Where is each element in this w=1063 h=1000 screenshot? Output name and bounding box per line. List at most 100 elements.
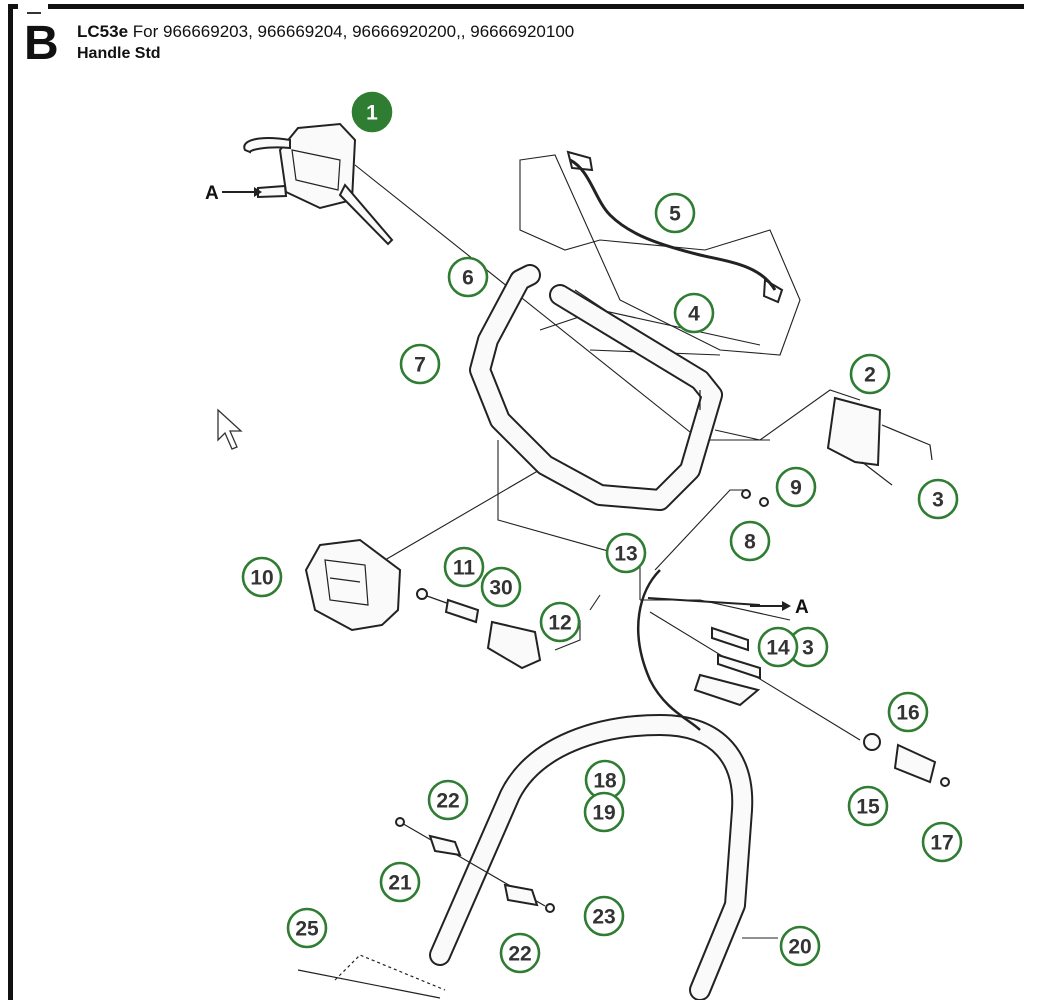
callout-11: 11 — [443, 546, 485, 588]
callout-label: 14 — [766, 637, 790, 660]
frame-border-left — [8, 4, 13, 1000]
frame-border-top — [8, 4, 1024, 9]
callout-label: 4 — [688, 303, 700, 326]
callout-circle — [921, 821, 963, 863]
callout-circle — [779, 925, 821, 967]
callout-7: 7 — [399, 343, 441, 385]
frame-notch — [18, 4, 48, 18]
callout-15: 15 — [847, 785, 889, 827]
callout-circle — [539, 601, 581, 643]
callout-label: 10 — [250, 567, 273, 590]
callout-label: 22 — [508, 943, 531, 966]
callout-19: 19 — [583, 791, 625, 833]
callout-circle — [241, 556, 283, 598]
callout-label: 6 — [462, 267, 474, 290]
callout-30: 30 — [480, 566, 522, 608]
callout-circle — [399, 343, 441, 385]
callout-label: 1 — [366, 102, 378, 125]
part-1-control-handle — [243, 122, 394, 246]
callout-circle — [847, 785, 889, 827]
model-numbers: For 966669203, 966669204, 96666920200,, … — [132, 22, 575, 41]
callout-circle — [729, 520, 771, 562]
callout-17: 17 — [921, 821, 963, 863]
parts-11-30-12 — [416, 588, 542, 670]
callout-circle — [654, 192, 696, 234]
header-models-line: LC53e For 966669203, 966669204, 96666920… — [77, 22, 574, 42]
part-10-housing — [304, 538, 402, 632]
callout-label: 19 — [592, 802, 615, 825]
callout-20: 20 — [779, 925, 821, 967]
callout-circle — [673, 292, 715, 334]
callout-circle — [917, 478, 959, 520]
callout-2: 2 — [849, 353, 891, 395]
callout-label: 25 — [295, 918, 319, 941]
callout-circle — [583, 895, 625, 937]
callout-circle — [499, 932, 541, 974]
callout-4: 4 — [673, 292, 715, 334]
part-2-bracket — [826, 396, 933, 486]
callout-label: 17 — [930, 832, 953, 855]
callout-circle — [775, 466, 817, 508]
part-14-bracket — [693, 626, 761, 707]
callout-label: 3 — [932, 489, 944, 512]
callout-22: 22 — [499, 932, 541, 974]
callout-label: 20 — [788, 936, 811, 959]
arrow-a-right: A — [750, 597, 809, 618]
callout-circle — [351, 91, 393, 133]
callout-label: 16 — [896, 702, 919, 725]
callout-label: 5 — [669, 203, 681, 226]
callout-14: 14 — [757, 626, 799, 668]
mouse-pointer-icon — [217, 408, 243, 450]
callout-9: 9 — [775, 466, 817, 508]
callout-1-highlighted: 1 — [351, 91, 393, 133]
callout-circle — [480, 566, 522, 608]
parts-8-9-nuts — [741, 489, 769, 507]
callout-3: 3 — [917, 478, 959, 520]
callout-label: 22 — [436, 790, 459, 813]
callout-circle — [447, 256, 489, 298]
callout-circle — [443, 546, 485, 588]
callout-circle — [757, 626, 799, 668]
part-20-lower-handle — [429, 714, 778, 1000]
callout-circle — [427, 779, 469, 821]
callout-circle — [583, 791, 625, 833]
callout-circle — [887, 691, 929, 733]
callout-23: 23 — [583, 895, 625, 937]
callout-circle — [379, 861, 421, 903]
arrow-a-right-label: A — [795, 597, 809, 618]
section-title: Handle Std — [77, 45, 161, 62]
callout-label: 18 — [593, 770, 617, 793]
callout-circle — [849, 353, 891, 395]
section-letter: B — [24, 17, 59, 70]
callout-circle — [605, 532, 647, 574]
parts-15-16-17-knob — [863, 733, 950, 787]
callout-13: 13 — [605, 532, 647, 574]
arrow-a-left-label: A — [205, 183, 219, 204]
callout-10: 10 — [241, 556, 283, 598]
callout-label: 7 — [414, 354, 426, 377]
upper-handle-frame — [469, 264, 723, 511]
callout-label: 30 — [489, 577, 512, 600]
part-5-cable — [566, 150, 784, 304]
callout-circle — [286, 907, 328, 949]
callout-5: 5 — [654, 192, 696, 234]
callout-label: 3 — [802, 637, 814, 660]
callout-label: 8 — [744, 531, 756, 554]
callout-22: 22 — [427, 779, 469, 821]
lower-cable — [637, 569, 761, 731]
callout-8: 8 — [729, 520, 771, 562]
callout-21: 21 — [379, 861, 421, 903]
callout-label: 15 — [856, 796, 880, 819]
callout-label: 23 — [592, 906, 615, 929]
parts-21-22-23-clamps — [297, 817, 555, 999]
callout-label: 12 — [548, 612, 571, 635]
callout-label: 2 — [864, 364, 876, 387]
callout-label: 9 — [790, 477, 802, 500]
callout-label: 21 — [388, 872, 412, 895]
callout-25: 25 — [286, 907, 328, 949]
callout-label: 13 — [614, 543, 637, 566]
callout-label: 11 — [453, 557, 476, 580]
